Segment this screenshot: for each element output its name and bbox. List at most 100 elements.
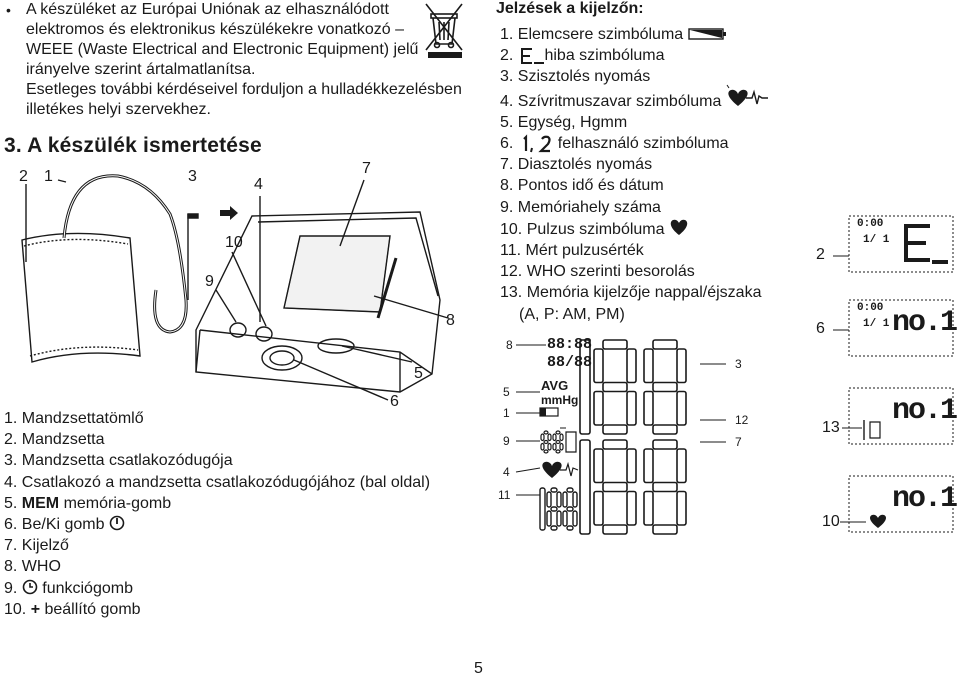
lcd-segment: [546, 491, 552, 508]
bullet: •: [6, 2, 11, 18]
lcd-callout-8: 8: [506, 338, 513, 352]
list-item: 10. Pulzus szimbóluma: [500, 218, 800, 240]
list-item: 2. hiba szimbóluma: [500, 47, 665, 65]
lcd-segment: [562, 510, 568, 527]
list-item: 8. WHO: [4, 558, 61, 576]
lcd-segment: [552, 433, 557, 442]
lcd-segment: [540, 442, 545, 451]
list-item: 5. Egység, Hgmm: [500, 113, 628, 131]
list-item: 13. Memória kijelzője nappal/éjszaka: [500, 284, 762, 302]
lcd-segment: [652, 381, 678, 393]
lcd-callout-3: 3: [735, 357, 742, 371]
lcd-unit: mmHg: [541, 393, 579, 407]
list-item: 1. Elemcsere szimbóluma: [500, 24, 800, 45]
lcd-segment: [593, 490, 604, 526]
callout-5: 5: [414, 365, 423, 382]
list-item: 1. Mandzsettatömlő: [4, 410, 144, 427]
list-item: 3. Mandzsetta csatlakozódugója: [4, 452, 233, 470]
display-list: 1. Elemcsere szimbóluma 2. hiba szimbólu…: [500, 24, 800, 325]
lcd-segment: [559, 433, 564, 442]
battery-icon: [687, 28, 726, 40]
lcd-segment: [556, 510, 562, 527]
lcd-segment: [652, 481, 678, 493]
lcd-segment: [543, 430, 549, 435]
lcd-segment: [566, 525, 574, 531]
lcd-segment: [547, 433, 552, 442]
lcd-segment: [626, 348, 637, 384]
lcd-callout-12: 12: [735, 413, 749, 427]
lcd-segment: [676, 348, 687, 384]
lcd-callout-9: 9: [503, 434, 510, 448]
user-1-2-icon: [523, 134, 551, 153]
lcd-segment: [556, 491, 562, 508]
lcd-segment: [676, 390, 687, 426]
callout-6: 6: [390, 393, 399, 410]
heart-icon: [670, 219, 688, 235]
list-item: 9. Memóriahely száma: [500, 198, 661, 216]
list-item: 7. Diasztolés nyomás: [500, 156, 653, 174]
lcd-callout-11: 11: [498, 488, 511, 502]
lcd-segment: [546, 510, 552, 527]
lcd-segment: [550, 525, 558, 531]
lcd-segment: [602, 381, 628, 393]
panel-time: 0:00: [857, 302, 884, 314]
lcd-segment: [552, 442, 557, 451]
lcd-segment: [626, 448, 637, 484]
callout-3: 3: [188, 168, 197, 185]
lcd-segment: [540, 433, 545, 442]
lcd-segment: [652, 424, 678, 435]
panel-label-6: 6: [816, 320, 825, 337]
list-item: 4. Szívritmuszavar szimbóluma: [500, 84, 800, 112]
lcd-callout-7: 7: [735, 435, 742, 449]
lcd-segment: [550, 506, 558, 512]
intro-text: A készüléket az Európai Uniónak az elhas…: [26, 1, 462, 118]
lcd-segment: [602, 424, 628, 435]
lcd-segment: [643, 390, 654, 426]
clock-icon: [22, 579, 38, 594]
panel-code: no.1: [892, 482, 958, 516]
lcd-segment: [559, 442, 564, 451]
parts-list: 1. Mandzsettatömlő 2. Mandzsetta 3. Mand…: [4, 408, 474, 620]
panel-label-13: 13: [822, 419, 840, 436]
lcd-segment: [643, 490, 654, 526]
intro-paragraph: • A készüléket az Európai Uniónak az elh…: [6, 0, 476, 120]
panel-time: 0:00: [857, 218, 884, 230]
lcd-segment: [555, 439, 561, 445]
lcd-callout-4: 4: [503, 465, 510, 479]
list-item: 4. Csatlakozó a mandzsetta csatlakozódug…: [4, 473, 431, 491]
panel-date: 1/ 1: [863, 318, 890, 330]
lcd-segment: [572, 491, 578, 508]
panel-date: 1/ 1: [863, 234, 890, 246]
callout-9: 9: [205, 273, 214, 290]
lcd-callout-1: 1: [503, 406, 510, 420]
list-item: 6. Be/Ki gomb: [4, 514, 474, 535]
callout-10: 10: [225, 234, 243, 251]
panel-label-10: 10: [822, 513, 840, 530]
lcd-segment: [593, 390, 604, 426]
lcd-segment: [539, 487, 546, 531]
panel-label-2: 2: [816, 246, 825, 263]
callout-7: 7: [362, 160, 371, 177]
callout-1: 1: [44, 168, 53, 185]
lcd-segment: [547, 442, 552, 451]
list-item: 8. Pontos idő és dátum: [500, 177, 664, 195]
callout-8: 8: [446, 312, 455, 329]
lcd-segment: [562, 491, 568, 508]
list-item: 6. felhasználó szimbóluma: [500, 134, 729, 153]
lcd-segment: [652, 439, 678, 450]
power-icon: [109, 515, 125, 531]
lcd-segment: [543, 449, 549, 454]
lcd-avg: AVG: [541, 378, 569, 393]
error-e-icon: [521, 48, 544, 65]
lcd-segment: [555, 430, 561, 435]
lcd-time: 88:88: [547, 336, 593, 353]
lcd-segment: [579, 439, 591, 535]
list-item: (A, P: AM, PM): [519, 305, 625, 323]
panel-code: no.1: [892, 394, 958, 428]
list-item: 11. Mért pulzusérték: [500, 242, 644, 260]
list-item: 12. WHO szerinti besorolás: [500, 263, 695, 281]
lcd-segment: [643, 348, 654, 384]
lcd-segment: [566, 487, 574, 493]
